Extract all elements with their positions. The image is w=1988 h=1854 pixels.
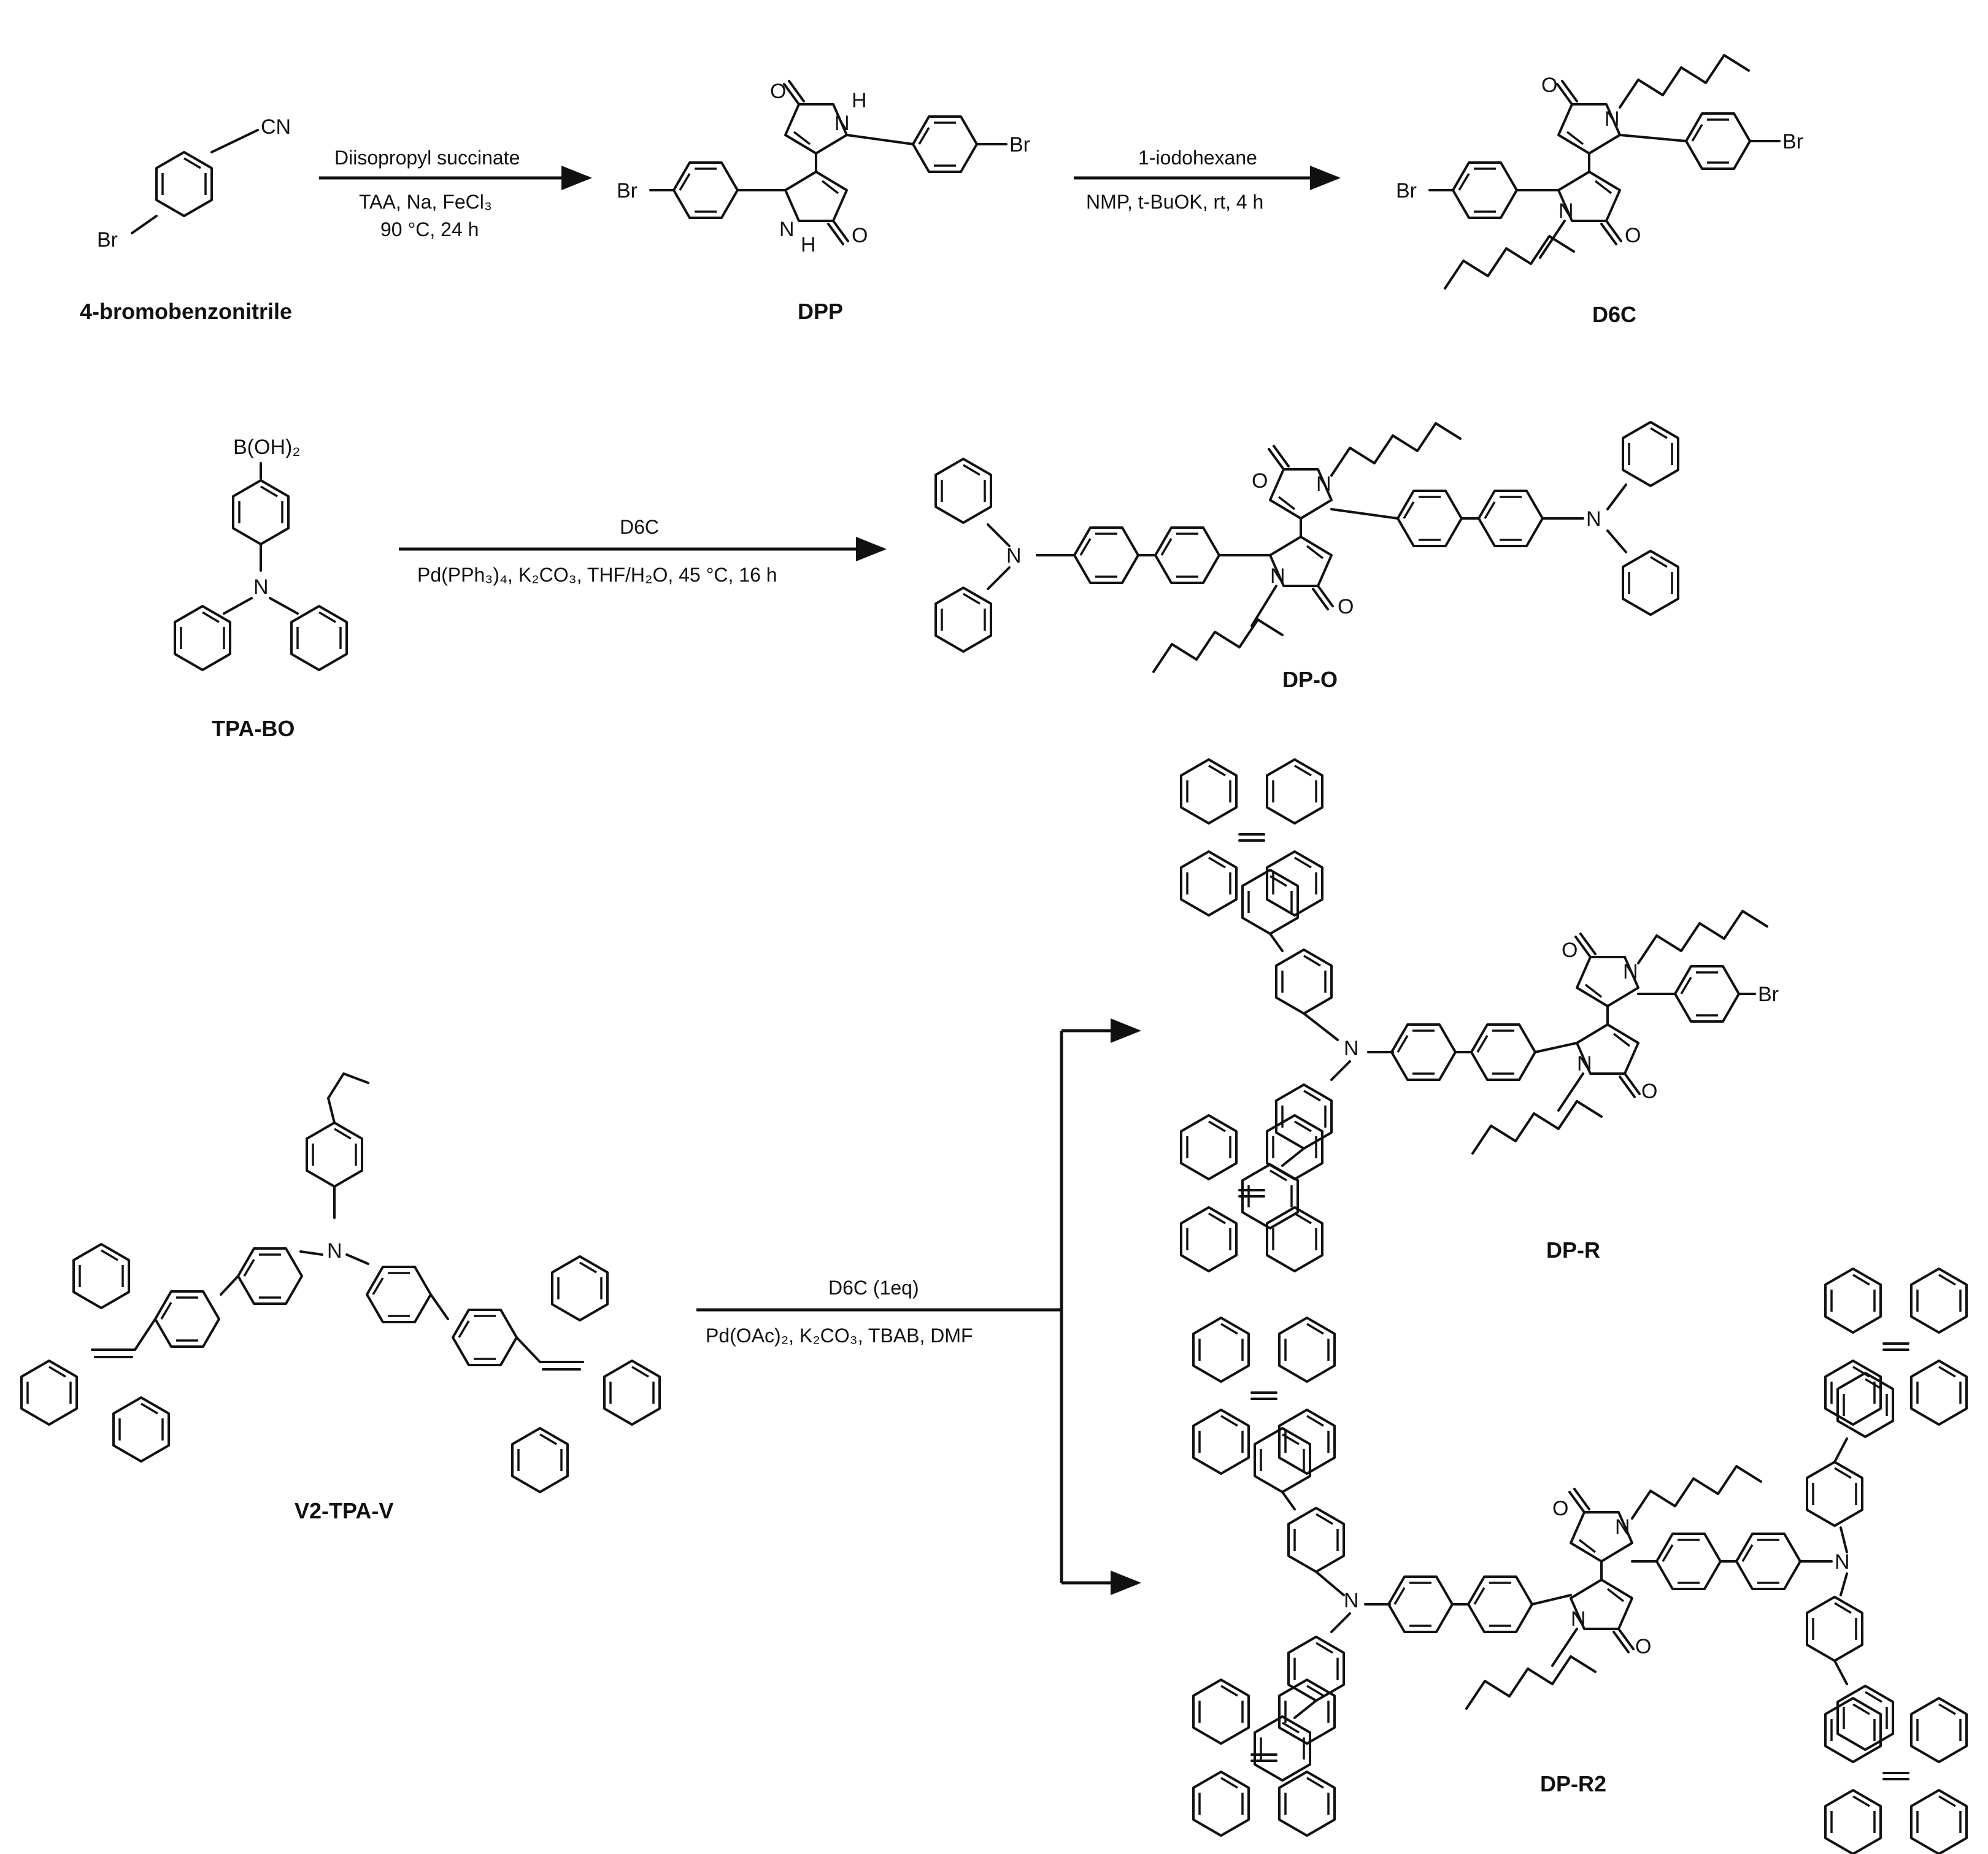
compound-4-bromobenzonitrile: CN Br bbox=[97, 115, 291, 252]
br-right: Br bbox=[1782, 130, 1803, 153]
n-right: N bbox=[1586, 507, 1601, 531]
br-right: Br bbox=[1009, 133, 1030, 156]
n-top: N bbox=[1615, 1515, 1630, 1539]
step1-temperature: 90 °C, 24 h bbox=[380, 218, 479, 240]
br-left: Br bbox=[1396, 179, 1417, 202]
arrow-step-4: D6C (1eq) Pd(OAc)₂, K₂CO₃, TBAB, DMF bbox=[696, 1018, 1141, 1595]
label-v2-tpa-v: V2-TPA-V bbox=[295, 1498, 393, 1523]
br-label: Br bbox=[1758, 983, 1779, 1006]
compound-dpp: H N N H O O Br Br bbox=[617, 80, 1030, 256]
cn-label: CN bbox=[261, 115, 291, 139]
o-top: O bbox=[770, 80, 786, 103]
n-left: N bbox=[1006, 544, 1022, 567]
n-top: N bbox=[1316, 472, 1331, 496]
o-bottom: O bbox=[1635, 1635, 1651, 1658]
o-top: O bbox=[1552, 1497, 1568, 1520]
n-top: N bbox=[1605, 107, 1620, 131]
n-center: N bbox=[327, 1239, 342, 1263]
label-dp-o: DP-O bbox=[1282, 667, 1338, 692]
label-tpa-bo: TPA-BO bbox=[212, 716, 295, 741]
compound-dp-r2: N N N O O N bbox=[1193, 1269, 1967, 1854]
step2-conditions: NMP, t-BuOK, rt, 4 h bbox=[1086, 191, 1263, 213]
compound-dp-o: N N O O N N bbox=[934, 421, 1679, 673]
step4-conditions: Pd(OAc)₂, K₂CO₃, TBAB, DMF bbox=[706, 1325, 973, 1347]
n-right: N bbox=[1835, 1550, 1850, 1574]
o-bottom: O bbox=[1641, 1080, 1657, 1103]
o-top: O bbox=[1562, 939, 1578, 962]
label-dpp: DPP bbox=[798, 299, 843, 324]
arrow-step-2: 1-iodohexane NMP, t-BuOK, rt, 4 h bbox=[1074, 147, 1341, 213]
o-bottom: O bbox=[852, 224, 868, 247]
nh-top: H bbox=[852, 89, 867, 112]
arrow-step-1: Diisopropyl succinate TAA, Na, FeCl₃ 90 … bbox=[319, 147, 592, 240]
step3-reagent: D6C bbox=[620, 516, 659, 538]
n-left: N bbox=[1344, 1589, 1359, 1612]
step1-conditions: TAA, Na, FeCl₃ bbox=[359, 191, 492, 213]
label-d6c: D6C bbox=[1592, 302, 1636, 327]
label-dp-r2: DP-R2 bbox=[1540, 1771, 1606, 1796]
n-center: N bbox=[1344, 1037, 1359, 1060]
nh-bottom: H bbox=[801, 233, 816, 256]
step3-conditions: Pd(PPh₃)₄, K₂CO₃, THF/H₂O, 45 °C, 16 h bbox=[417, 564, 777, 586]
step4-reagent: D6C (1eq) bbox=[828, 1277, 919, 1299]
label-dp-r: DP-R bbox=[1546, 1237, 1600, 1263]
step1-reagent: Diisopropyl succinate bbox=[334, 147, 520, 169]
step2-reagent: 1-iodohexane bbox=[1138, 147, 1257, 169]
br-left: Br bbox=[617, 179, 638, 202]
arrow-step-3: D6C Pd(PPh₃)₄, K₂CO₃, THF/H₂O, 45 °C, 16… bbox=[399, 516, 887, 586]
n-bottom: N bbox=[779, 218, 795, 241]
boh2-label: B(OH)₂ bbox=[233, 436, 301, 459]
o-top: O bbox=[1252, 469, 1268, 493]
n-bottom: N bbox=[1571, 1607, 1586, 1631]
o-bottom: O bbox=[1338, 595, 1354, 618]
compound-d6c: N N O O Br Br bbox=[1396, 54, 1803, 290]
compound-dp-r: N N N O O Br bbox=[1181, 760, 1779, 1271]
n-bottom: N bbox=[1577, 1052, 1592, 1075]
n-top: N bbox=[1623, 960, 1638, 983]
n-bottom: N bbox=[1270, 564, 1285, 588]
br-label: Br bbox=[97, 228, 118, 252]
o-top: O bbox=[1541, 74, 1557, 97]
o-bottom: O bbox=[1625, 224, 1641, 247]
n-bottom: N bbox=[1558, 199, 1574, 223]
n-label: N bbox=[253, 575, 269, 599]
n-top: N bbox=[834, 112, 850, 135]
compound-v2-tpa-v: N bbox=[20, 1072, 661, 1493]
label-4-bromobenzonitrile: 4-bromobenzonitrile bbox=[80, 299, 292, 324]
compound-tpa-bo: B(OH)₂ N bbox=[174, 436, 348, 671]
